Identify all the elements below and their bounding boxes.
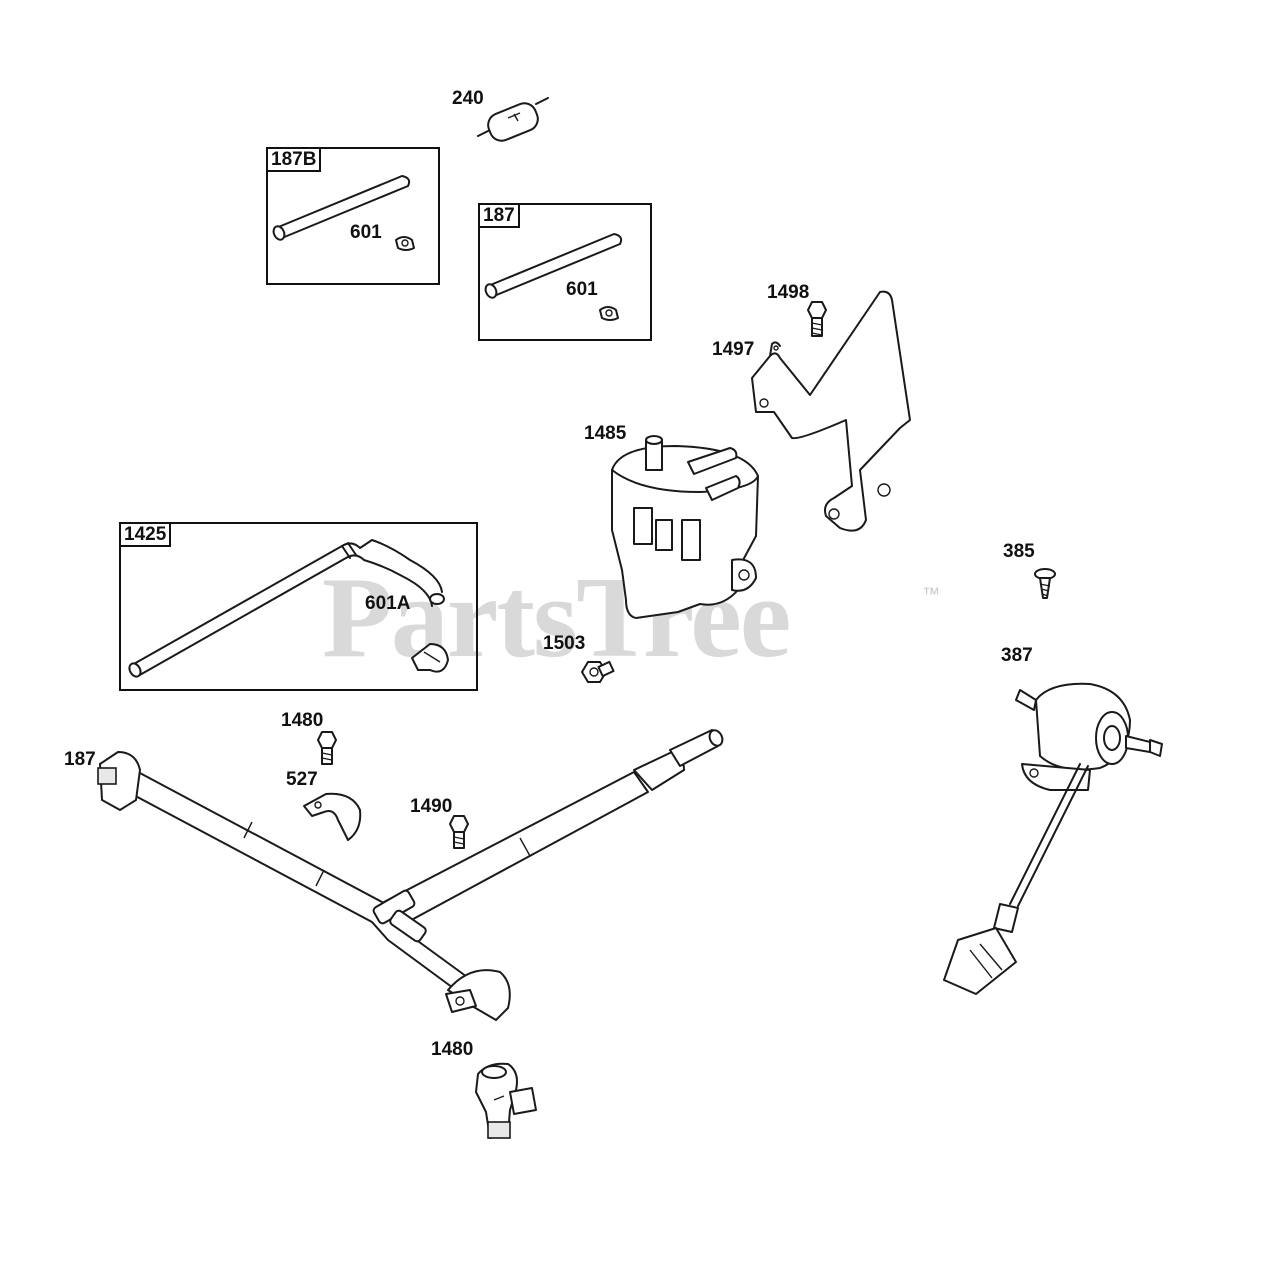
hose-187[interactable]	[484, 233, 623, 299]
bolt-1490[interactable]	[449, 815, 469, 849]
screw-385[interactable]	[1034, 568, 1056, 599]
callout-1503[interactable]: 1503	[543, 633, 586, 654]
callout-1498[interactable]: 1498	[767, 282, 810, 303]
callout-601-a[interactable]: 601	[350, 222, 382, 243]
callout-1480-bottom[interactable]: 1480	[431, 1039, 474, 1060]
callout-1497[interactable]: 1497	[712, 339, 755, 360]
callout-1490[interactable]: 1490	[410, 796, 453, 817]
bracket-1497[interactable]	[751, 290, 911, 532]
callout-601a[interactable]: 601A	[365, 593, 411, 614]
box-label-187[interactable]: 187	[478, 203, 520, 228]
clamp-601a[interactable]	[411, 643, 449, 673]
electric-fuel-pump-387[interactable]	[943, 682, 1163, 995]
callout-1480-top[interactable]: 1480	[281, 710, 324, 731]
callout-601-b[interactable]: 601	[566, 279, 598, 300]
trademark-symbol: ™	[922, 584, 940, 604]
group-box-1425	[119, 522, 478, 691]
bolt-1480-top[interactable]	[317, 731, 337, 765]
group-box-187	[478, 203, 652, 341]
injector-1480-bottom[interactable]	[475, 1062, 537, 1139]
callout-387[interactable]: 387	[1001, 645, 1033, 666]
clip-527[interactable]	[303, 792, 362, 841]
fuel-pump-module-1485[interactable]	[611, 435, 759, 619]
bolt-1503[interactable]	[581, 660, 615, 683]
callout-187-left[interactable]: 187	[64, 749, 96, 770]
box-label-187b[interactable]: 187B	[266, 147, 322, 172]
tube-1425[interactable]	[127, 539, 445, 679]
callout-240[interactable]: 240	[452, 88, 484, 109]
clamp-601-b[interactable]	[599, 306, 619, 321]
callout-385[interactable]: 385	[1003, 541, 1035, 562]
fuel-line-assembly-187[interactable]	[97, 728, 725, 1021]
fuel-filter-240[interactable]	[477, 97, 549, 144]
box-label-1425[interactable]: 1425	[119, 522, 172, 547]
hose-187b[interactable]	[272, 175, 411, 241]
group-box-187b	[266, 147, 440, 285]
bolt-1498[interactable]	[807, 301, 827, 337]
clamp-601-a[interactable]	[395, 236, 415, 251]
callout-1485[interactable]: 1485	[584, 423, 627, 444]
callout-527[interactable]: 527	[286, 769, 318, 790]
